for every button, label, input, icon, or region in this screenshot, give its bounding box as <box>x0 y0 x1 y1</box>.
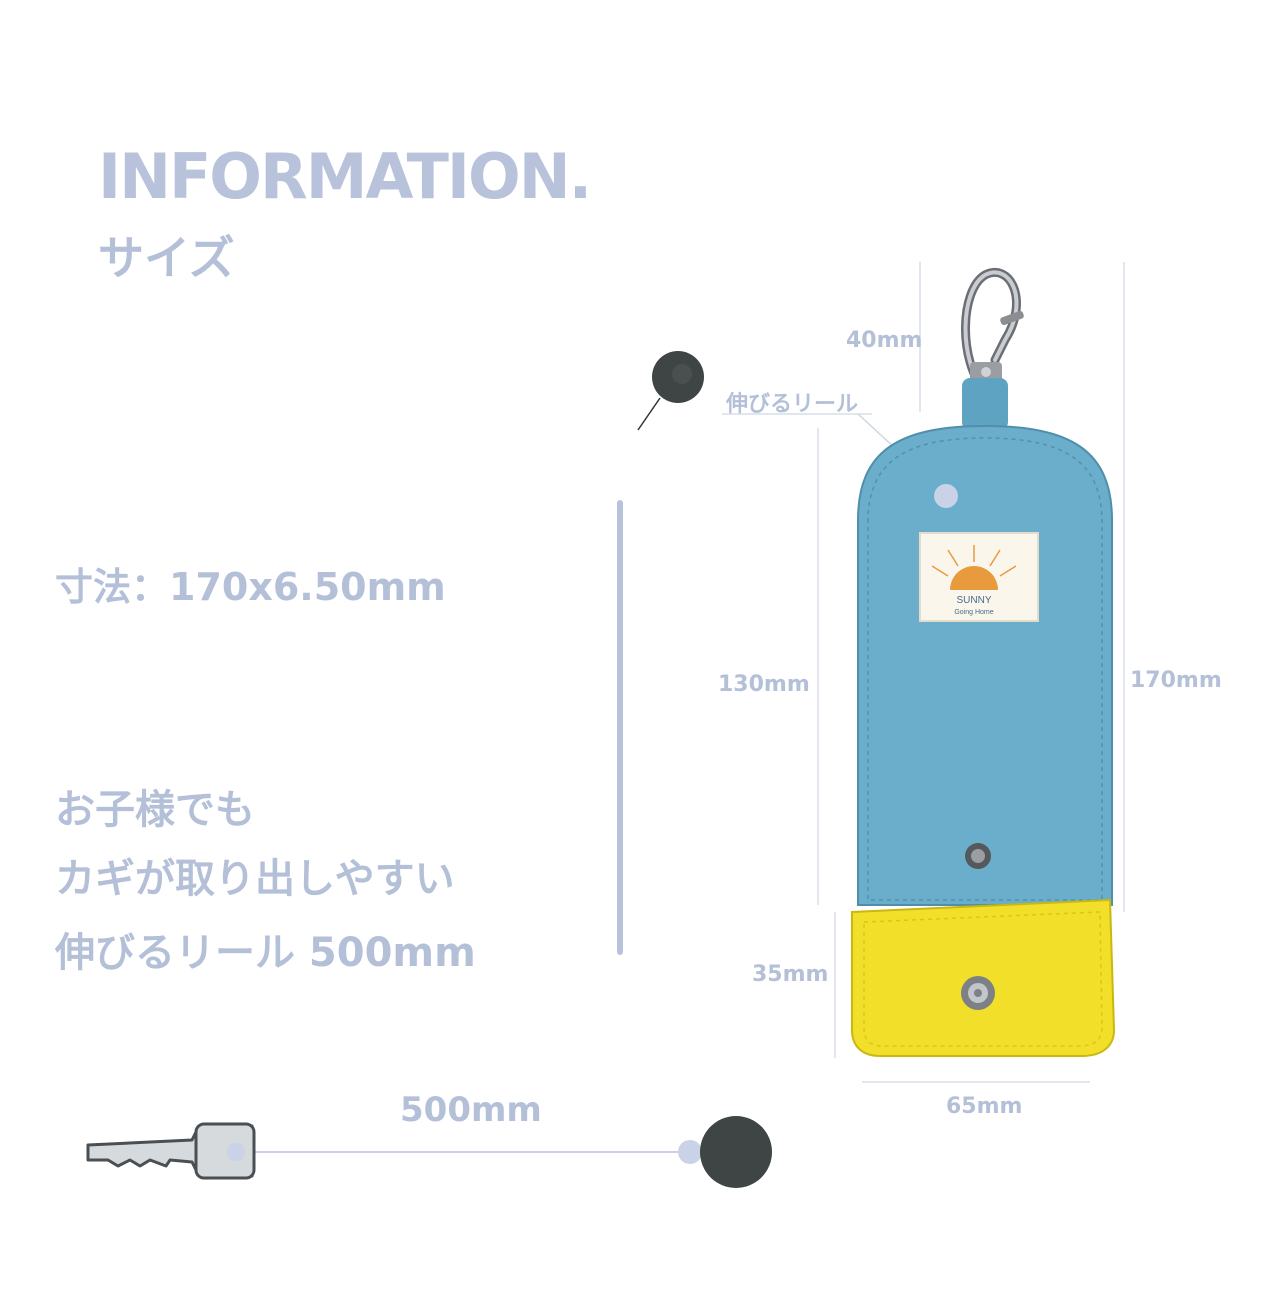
clasp-hook-icon <box>961 268 1024 397</box>
key-icon <box>86 1122 256 1180</box>
page-title: INFORMATION. <box>98 140 592 213</box>
hook-length-label: 40mm <box>846 328 923 353</box>
reel-marker-dot <box>934 484 958 508</box>
description-line-3: 伸びるリール 500mm <box>55 930 476 976</box>
reel-icon <box>637 351 704 431</box>
tag-sub: Going Home <box>954 609 993 616</box>
page-subtitle: サイズ <box>98 231 235 285</box>
pouch-body <box>857 424 1113 906</box>
body-length-label: 130mm <box>718 672 810 697</box>
divider-line <box>617 500 623 955</box>
description-line-1: お子様でも <box>55 787 255 833</box>
tag-brand: SUNNY <box>956 595 991 606</box>
brand-tag: SUNNY Going Home <box>919 532 1039 622</box>
width-label: 65mm <box>946 1094 1023 1119</box>
reel-extension-label: 500mm <box>400 1090 542 1130</box>
reel-label: 伸びるリール <box>726 392 859 417</box>
flap-length-label: 35mm <box>752 962 829 987</box>
strap <box>962 378 1008 430</box>
reel-large-icon <box>700 1116 772 1188</box>
total-length-label: 170mm <box>1130 668 1222 693</box>
reel-extension-diagram <box>86 1116 772 1188</box>
description-line-2: カギが取り出しやすい <box>55 856 455 902</box>
snap-button-icon <box>961 843 995 1010</box>
measurement-lines <box>722 262 1125 1083</box>
dimensions-text: 寸法：170x6.50mm <box>55 565 446 609</box>
